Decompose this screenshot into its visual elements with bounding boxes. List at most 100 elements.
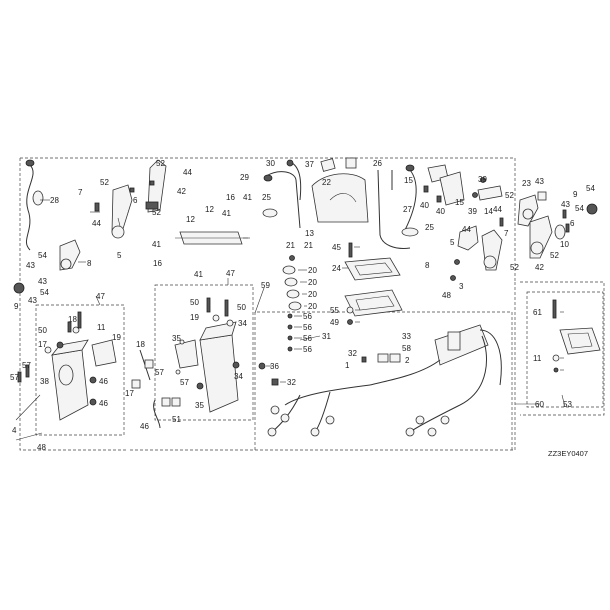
callout: 54: [38, 251, 47, 260]
callout: 47: [96, 292, 105, 301]
callout: 13: [305, 229, 314, 238]
callout: 42: [177, 187, 186, 196]
callout: 59: [261, 281, 270, 290]
group-4-frame: [154, 284, 254, 421]
callout: 55: [330, 306, 339, 315]
callout: 18: [68, 315, 77, 324]
callout: 10: [560, 240, 569, 249]
callout: 45: [332, 243, 341, 252]
callout: 23: [522, 179, 531, 188]
right-lever-assembly: [450, 191, 598, 281]
callout: 7: [504, 229, 509, 238]
callout: 52: [152, 208, 161, 217]
callout: 39: [478, 175, 487, 184]
callout: 56: [303, 345, 312, 354]
callout: 21: [304, 241, 313, 250]
callout: 44: [183, 168, 192, 177]
callout: 6: [133, 196, 138, 205]
callout: 50: [237, 303, 246, 312]
callout: 4: [12, 426, 17, 435]
callout: 28: [50, 196, 59, 205]
callout: 54: [40, 288, 49, 297]
switch-wires: [131, 349, 181, 429]
callout: 52: [510, 263, 519, 272]
group-3-frame: [35, 304, 125, 436]
callout: 15: [404, 176, 413, 185]
callout: 26: [373, 159, 382, 168]
cover-housing: [262, 157, 403, 352]
callout: 43: [561, 200, 570, 209]
leader-lines: [40, 199, 566, 408]
callout: 9: [14, 302, 19, 311]
callout: 43: [26, 261, 35, 270]
callout: 24: [332, 264, 341, 273]
callout: 43: [28, 296, 37, 305]
callout: 7: [78, 188, 83, 197]
callout: 41: [222, 209, 231, 218]
callout: 38: [40, 377, 49, 386]
callout: 5: [117, 251, 122, 260]
callout: 9: [573, 190, 578, 199]
callout: 41: [152, 240, 161, 249]
group-2-frame: [526, 291, 604, 408]
group-2-tray: [552, 299, 601, 373]
callout: 48: [442, 291, 451, 300]
callout: 58: [402, 344, 411, 353]
group-4-control-box: [174, 287, 279, 413]
callout: 25: [262, 193, 271, 202]
callout: 22: [322, 178, 331, 187]
wiring-harness: [267, 324, 502, 437]
callout: 46: [99, 399, 108, 408]
callout: 19: [190, 313, 199, 322]
callout: 52: [156, 159, 165, 168]
callout: 19: [112, 333, 121, 342]
callout: 2: [405, 356, 410, 365]
callout: 29: [240, 173, 249, 182]
callout: 20: [308, 302, 317, 311]
callout: 21: [286, 241, 295, 250]
callout: 27: [403, 205, 412, 214]
callout: 49: [330, 318, 339, 327]
callout: 30: [266, 159, 275, 168]
callout: 11: [97, 323, 106, 332]
callout: 39: [468, 207, 477, 216]
callout: 15: [455, 198, 464, 207]
callout: 42: [535, 263, 544, 272]
callout: 32: [287, 378, 296, 387]
callout: 12: [186, 215, 195, 224]
callout: 35: [172, 334, 181, 343]
callout: 16: [153, 259, 162, 268]
callout: 37: [305, 160, 314, 169]
callout: 56: [303, 323, 312, 332]
callout: 35: [195, 401, 204, 410]
callout: 20: [308, 290, 317, 299]
callout: 60: [535, 400, 544, 409]
callout: 44: [462, 225, 471, 234]
callout: 34: [234, 372, 243, 381]
callout: 40: [420, 201, 429, 210]
callout: 16: [226, 193, 235, 202]
callout: 44: [493, 205, 502, 214]
callout: 5: [450, 238, 455, 247]
callout: 47: [226, 269, 235, 278]
callout: 57: [22, 361, 31, 370]
callout: 33: [402, 332, 411, 341]
callout: 32: [348, 349, 357, 358]
callout: 61: [533, 308, 542, 317]
callout: 36: [270, 362, 279, 371]
outer-frame: [19, 157, 605, 451]
callout: 50: [190, 298, 199, 307]
group-3-control-box: [15, 311, 117, 441]
callout: 48: [37, 443, 46, 452]
callout: 53: [563, 400, 572, 409]
callout: 46: [140, 422, 149, 431]
callout: 12: [205, 205, 214, 214]
callout: 52: [505, 191, 514, 200]
callout: 57: [10, 373, 19, 382]
callout: 40: [436, 207, 445, 216]
callout: 57: [180, 378, 189, 387]
callout: 18: [136, 340, 145, 349]
right-cable-bracket: [377, 164, 503, 249]
callout: 57: [155, 368, 164, 377]
